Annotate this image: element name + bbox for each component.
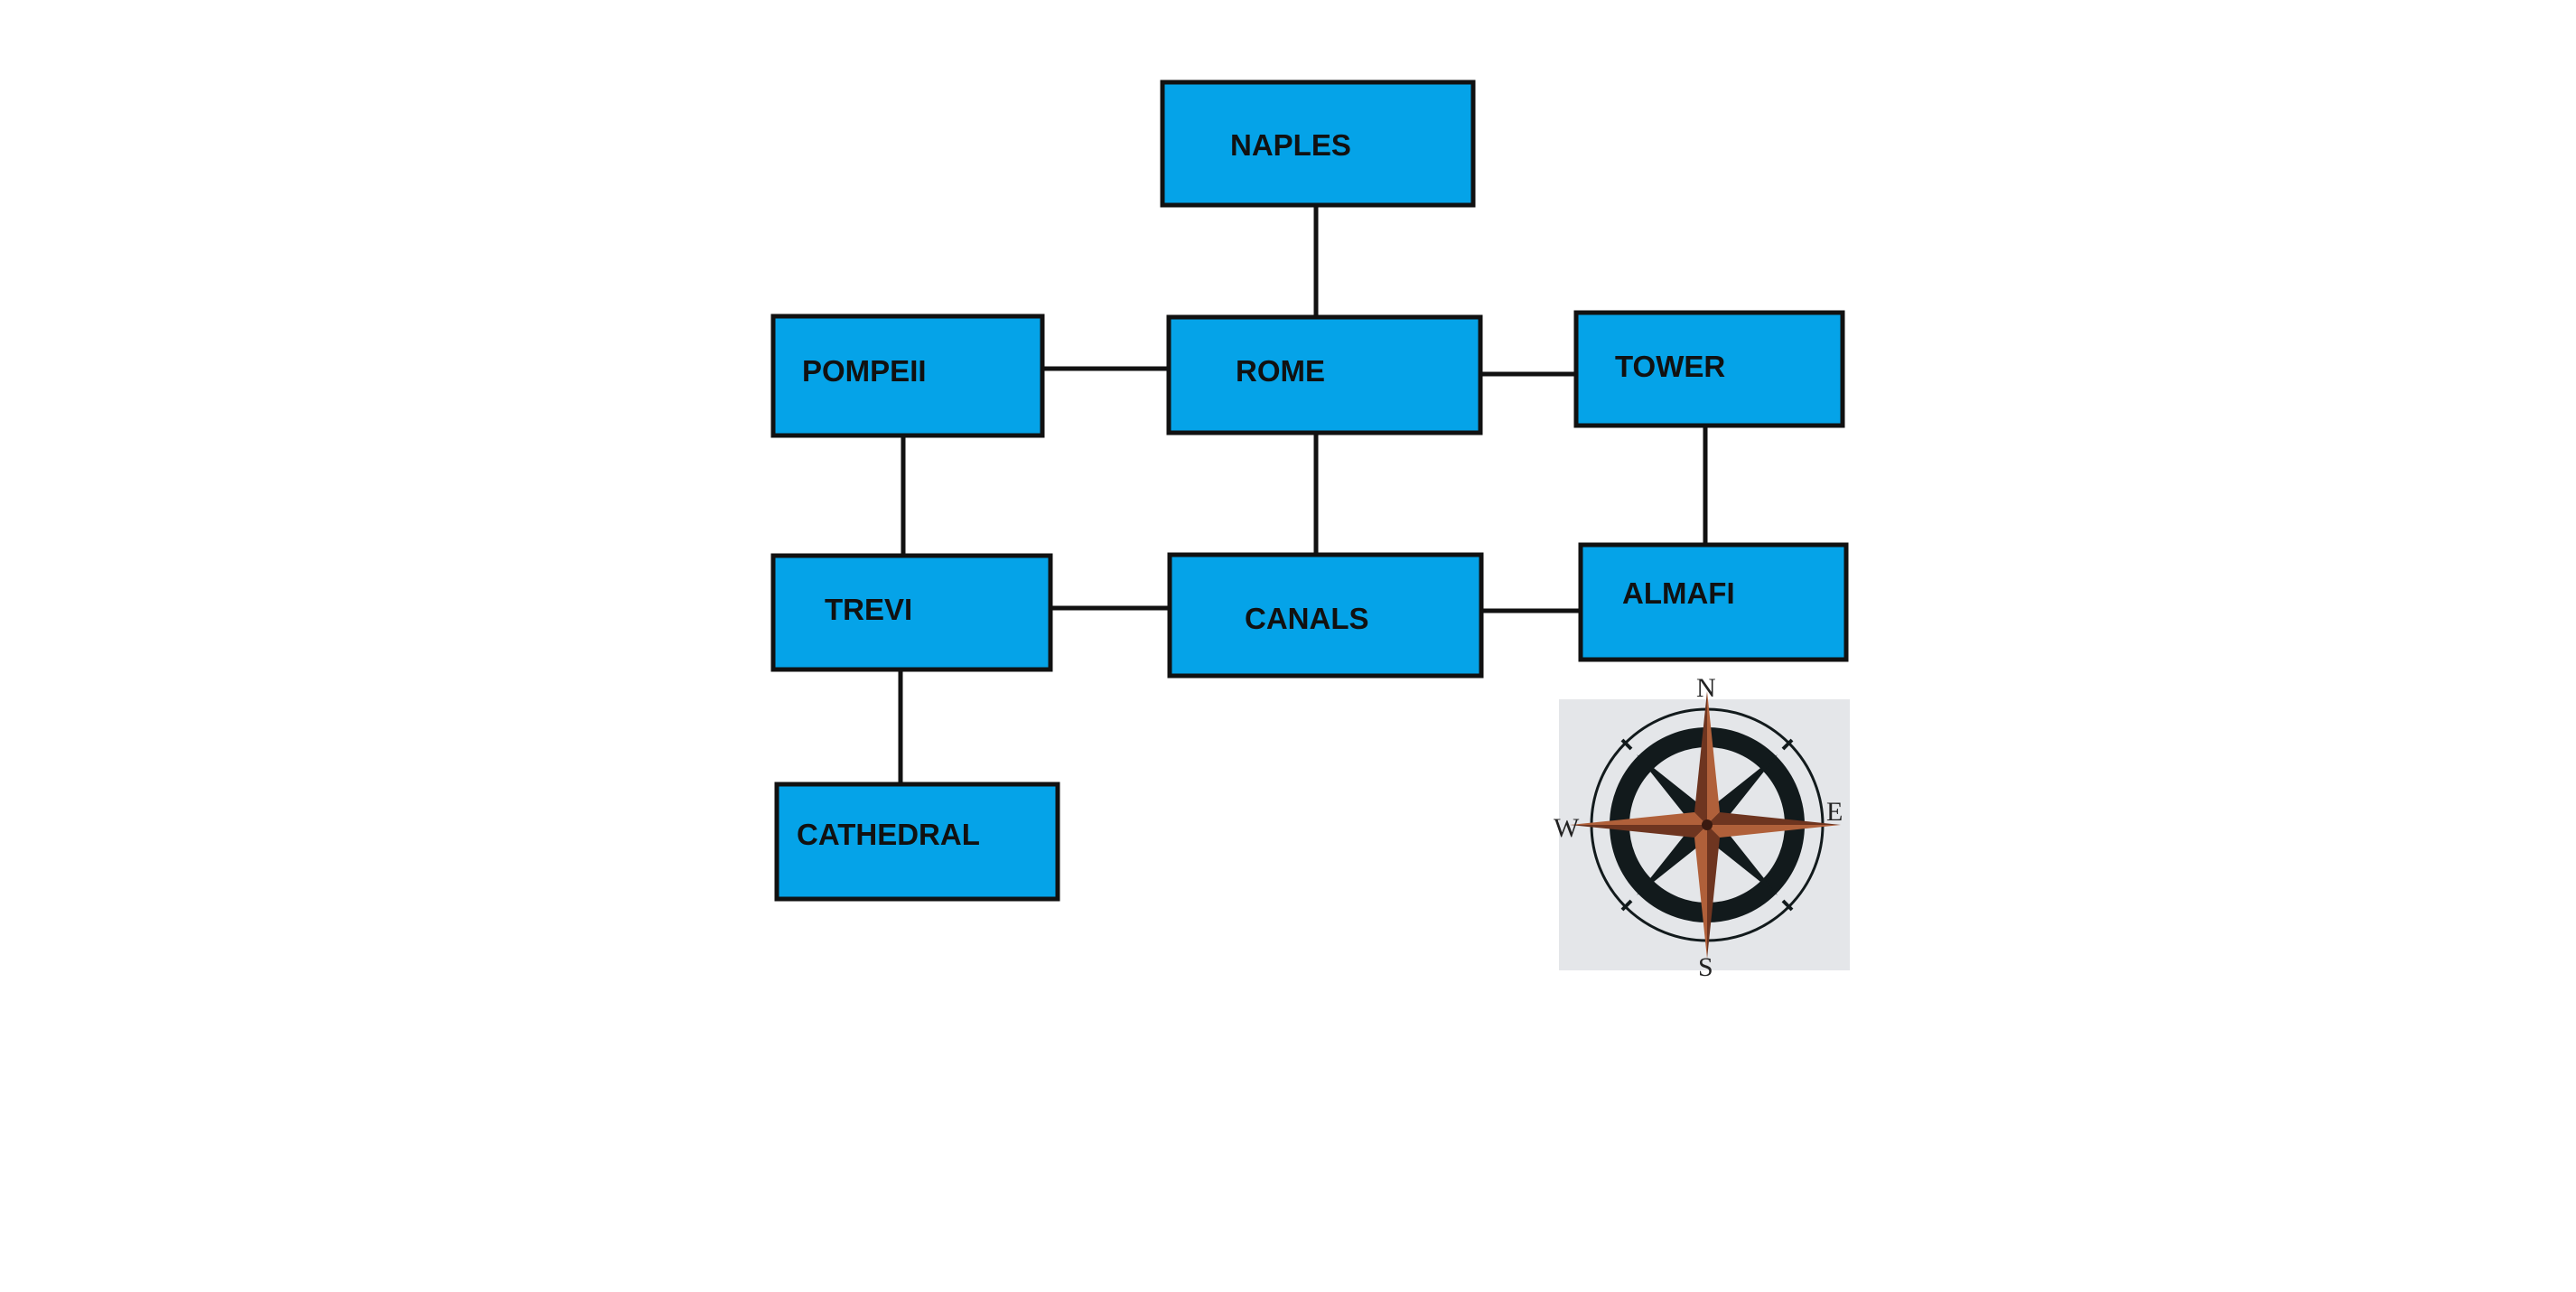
node-box <box>1166 314 1483 435</box>
node-label-pompeii: POMPEII <box>802 354 927 388</box>
node-canals: CANALS <box>1167 552 1484 679</box>
node-box <box>1578 542 1849 662</box>
node-rome: ROME <box>1166 314 1483 435</box>
node-cathedral: CATHEDRAL <box>774 782 1060 902</box>
node-box <box>1167 552 1484 679</box>
compass-letter-north: N <box>1696 673 1716 703</box>
compass-diagonal-points <box>1637 751 1781 895</box>
node-trevi: TREVI <box>770 553 1053 672</box>
node-label-rome: ROME <box>1236 354 1325 388</box>
node-box <box>1160 80 1476 208</box>
compass-star <box>1570 691 1841 959</box>
node-box <box>774 782 1060 902</box>
node-label-tower: TOWER <box>1615 350 1725 383</box>
node-box <box>770 553 1053 672</box>
node-naples: NAPLES <box>1160 80 1476 208</box>
node-pompeii: POMPEII <box>770 314 1045 438</box>
compass-letter-east: E <box>1826 797 1843 827</box>
node-box <box>770 314 1045 438</box>
node-label-cathedral: CATHEDRAL <box>797 818 980 851</box>
node-almafi: ALMAFI <box>1578 542 1849 662</box>
node-box <box>1573 310 1845 428</box>
connections <box>898 205 1708 784</box>
node-label-almafi: ALMAFI <box>1622 576 1735 610</box>
compass-rose-icon: N S E W <box>1554 673 1850 982</box>
compass-letter-south: S <box>1698 952 1713 982</box>
node-label-canals: CANALS <box>1245 602 1369 635</box>
node-tower: TOWER <box>1573 310 1845 428</box>
node-label-trevi: TREVI <box>825 593 912 626</box>
node-label-naples: NAPLES <box>1230 128 1351 162</box>
compass-letter-west: W <box>1554 813 1580 843</box>
